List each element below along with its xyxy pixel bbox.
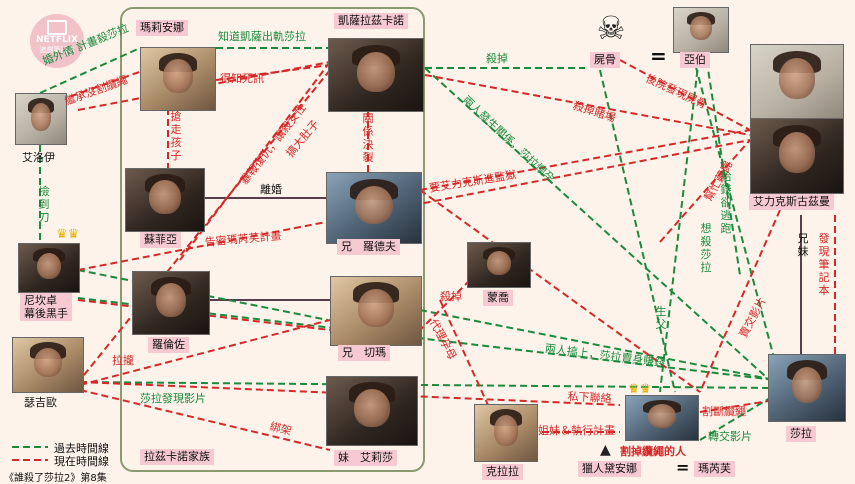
edge-back-garden-red (619, 59, 751, 131)
photo-chema (12, 337, 84, 393)
photo-rope-cutter (625, 395, 699, 441)
edge-skeleton-hunter (599, 69, 676, 393)
edge-label-video-send: 轉交影片 (708, 430, 752, 443)
edge-kidnap (79, 389, 331, 451)
label-cesar: 凱薩拉茲卡諾 (334, 13, 408, 29)
edge-back-garden (689, 44, 781, 381)
edge-label-kill: 殺掉 (486, 52, 508, 65)
label-monica: 蒙喬 (483, 290, 513, 306)
edge-two-people (424, 67, 776, 386)
photo-cesar (328, 38, 424, 112)
photo-abel (673, 7, 729, 53)
edge-kill-bet (424, 74, 751, 136)
photo-clara (474, 404, 538, 462)
edge-label-think-kill: 想殺莎拉 (700, 222, 712, 274)
edge-replace-stand (439, 299, 489, 406)
photo-alex-young (750, 44, 844, 120)
edge-bro2-sara (419, 309, 776, 381)
edge-eloy-cesar (77, 61, 331, 111)
edge-label-find-notes: 發現筆記本 (818, 232, 830, 297)
skeleton-icon: ☠ (596, 9, 626, 47)
label-nicolas: 尼坎卓 幕後黑手 (20, 293, 72, 321)
photo-alex-main (750, 118, 844, 194)
label-sister: 妹 艾莉莎 (334, 450, 397, 466)
edge-label-relation-break: 關係決裂 (362, 112, 374, 164)
photo-sister (326, 376, 418, 446)
edge-help-hide (659, 139, 751, 243)
edge-kill-rodolfo (419, 189, 701, 393)
edge-want-monitor (419, 129, 751, 191)
netflix-logo: NETFLIX 追劇筆記本 (30, 14, 84, 68)
label-family: 拉茲卡諾家族 (140, 449, 214, 465)
legend-present-label: 現在時間線 (54, 455, 109, 468)
edge-bribe (79, 319, 331, 386)
equals-2: = (676, 458, 690, 477)
photo-alex-bro (326, 172, 422, 244)
edge-label-cut-rope: 割斷纜繩 (702, 405, 746, 418)
label-chema: 瑟吉歐 (24, 396, 57, 409)
edge-label-divorce: 離婚 (260, 183, 282, 196)
label-abel: 亞伯 (680, 52, 710, 68)
label-alex-main: 艾力克斯古茲曼 (749, 194, 834, 210)
edge-rumor (79, 69, 331, 381)
photo-sofia (125, 168, 205, 232)
edge-video-send (699, 394, 776, 441)
logo-sub: 追劇筆記本 (39, 46, 75, 54)
equals-1: = (650, 44, 667, 68)
label-sofia: 蘇菲亞 (140, 232, 181, 248)
edge-father (659, 47, 701, 393)
person-icon: ▲ (600, 442, 611, 458)
edge-label-sister-exec: 姐妹＆執行計畫 (538, 424, 615, 437)
edge-label-take-child: 搶走孩子 (170, 110, 182, 162)
edge-marry-plan (39, 47, 141, 94)
label-eloy: 艾洛伊 (22, 151, 55, 164)
edge-label-know-affair: 知道凱薩出軌莎拉 (218, 30, 306, 43)
label-bro2: 兄 切瑪 (338, 345, 390, 361)
photo-sara (768, 354, 846, 422)
footer-caption: 《誰殺了莎拉2》第8集 (4, 473, 107, 484)
edge-revenge (179, 61, 331, 261)
photo-eloy (15, 93, 67, 145)
edge-inherit (59, 69, 146, 101)
crown-icon-nicolas: ♛♛ (56, 227, 80, 242)
logo-brand: NETFLIX (36, 35, 78, 45)
label-rodolfo: 羅倫佐 (148, 337, 189, 353)
label-sara: 莎拉 (786, 426, 816, 442)
legend-past-label: 過去時間線 (54, 442, 109, 455)
edge-sara-find-video (79, 381, 776, 389)
edge-label-sara-find-video: 莎拉發現影片 (140, 392, 206, 405)
photo-monica (467, 242, 531, 288)
edge-label-pay-escape: 給錢卻逃跑 (720, 170, 732, 235)
edge-label-learn-death: 得知死訊 (220, 72, 264, 85)
label-clara: 克拉拉 (482, 464, 523, 480)
label-mariana2: 瑪芮芙 (694, 461, 735, 477)
label-marianna: 瑪莉安娜 (136, 20, 188, 36)
edge-label-kill2: 殺掉 (440, 290, 462, 303)
edge-label-father: 生父 (655, 305, 667, 331)
label-skeleton: 屍骨 (590, 52, 620, 68)
family-frame (120, 7, 425, 472)
edge-cut-rope (699, 399, 776, 413)
edge-sell-video (699, 209, 781, 393)
label-rope-cutter: 割掉纜繩的人 (620, 445, 686, 458)
photo-bro2 (330, 276, 422, 346)
photo-marianna (140, 47, 216, 111)
edge-label-pick-knife: 撿到刀 (38, 185, 50, 224)
photo-rodolfo (132, 271, 210, 335)
crown-icon-rope-cutter: ♛♛ (628, 382, 652, 397)
edge-label-private-contact: 私下聯絡 (567, 389, 612, 406)
edge-label-siblings: 兄妹 (797, 232, 809, 258)
edge-label-bribe: 拉攏 (112, 354, 134, 367)
label-hunter: 獵人黛安娜 (578, 461, 641, 477)
photo-nicolas (18, 243, 80, 293)
label-alex-bro: 兄 羅德夫 (337, 239, 400, 255)
tv-icon (47, 20, 67, 35)
edge-pay-escape (704, 49, 741, 276)
